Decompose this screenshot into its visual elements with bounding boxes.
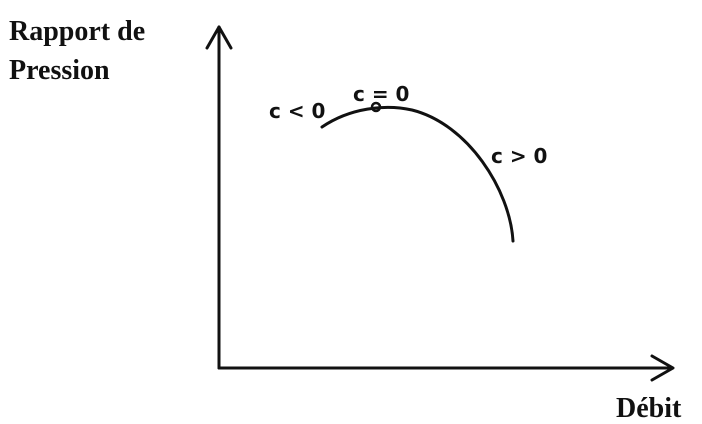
label-c-positive: c > 0 [491, 144, 547, 168]
y-axis-arrowhead [205, 25, 233, 50]
label-c-zero: c = 0 [353, 82, 409, 106]
y-axis-title-line2: Pression [9, 55, 110, 86]
characteristic-curve [320, 105, 515, 243]
label-c-negative: c < 0 [269, 99, 325, 123]
y-axis [205, 25, 233, 370]
x-axis-title: Débit [616, 393, 682, 424]
x-axis [217, 354, 675, 382]
peak-point [370, 101, 382, 113]
y-axis-title-line1: Rapport de [9, 16, 145, 47]
x-axis-arrowhead [650, 354, 675, 382]
